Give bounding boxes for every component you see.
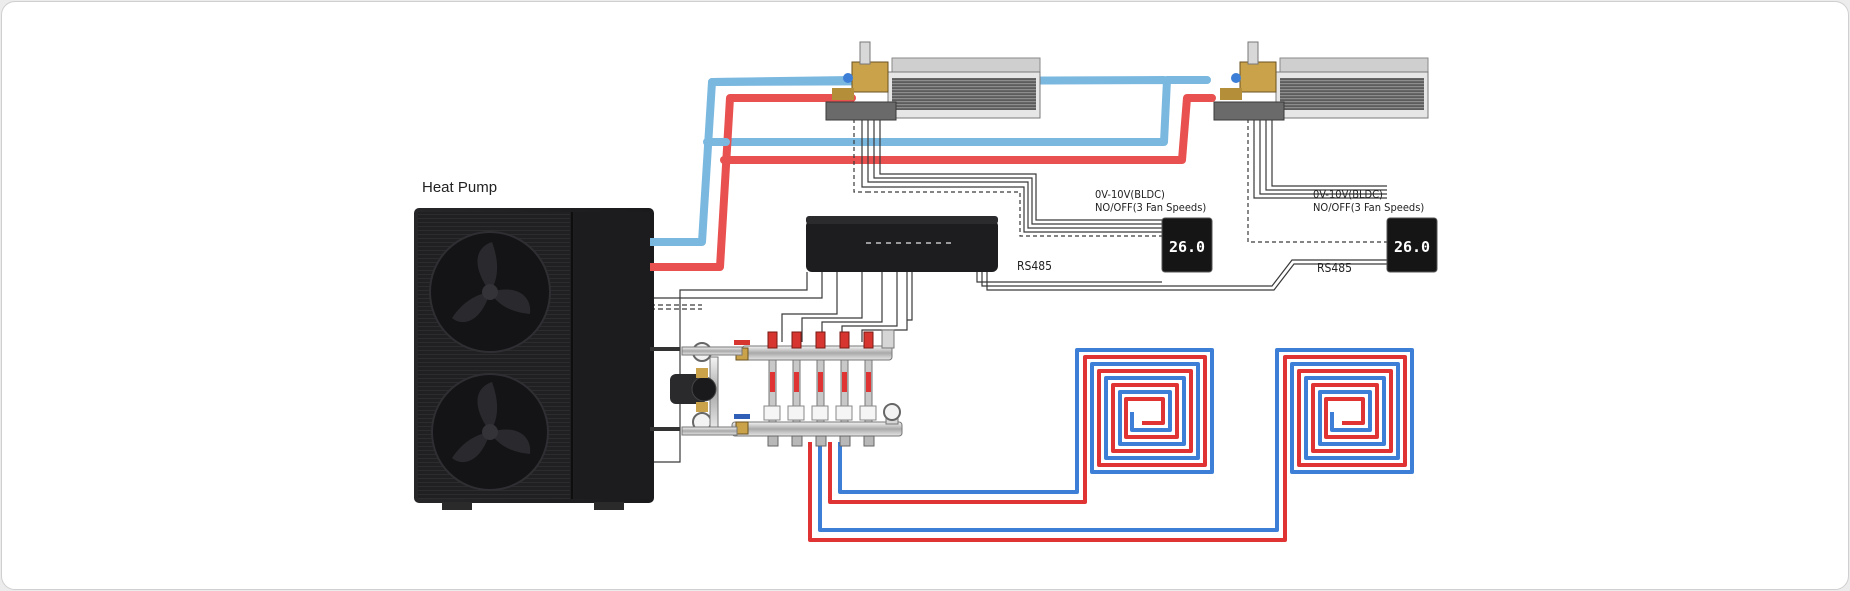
floor-loop-1-blue [838, 348, 1214, 494]
thermostat-1-display: 26.0 [1169, 238, 1205, 256]
return-pipe-branch [708, 76, 856, 86]
thermostat-2: 26.0 [1386, 217, 1438, 273]
floor-loop-2-red [808, 355, 1407, 542]
rs485-label-1: RS485 [1017, 259, 1052, 273]
circulation-pump [670, 368, 717, 412]
supply-pipe [646, 94, 1216, 271]
thermostat-1: 26.0 [1161, 217, 1213, 273]
floor-loop-2-blue [818, 348, 1414, 532]
wiring-center-controller [806, 216, 998, 272]
thermostat-1-signal-line2: NO/OFF(3 Fan Speeds) [1095, 201, 1206, 214]
underfloor-manifold [681, 329, 903, 447]
floor-loop-1-red [828, 355, 1207, 504]
rs485-label-2: RS485 [1317, 261, 1352, 275]
fan-top-icon [429, 231, 551, 353]
fan-coil-unit-2 [1213, 41, 1429, 121]
fan-bottom-icon [431, 373, 549, 491]
heat-pump-label: Heat Pump [422, 179, 497, 196]
thermostat-1-signal-line1: 0V-10V(BLDC) [1095, 188, 1165, 201]
thermostat-2-signal-line2: NO/OFF(3 Fan Speeds) [1313, 201, 1424, 214]
fan-coil-unit-1 [825, 41, 1041, 121]
valve-group-2-icon [1220, 41, 1277, 100]
heat-pump-unit [414, 208, 680, 510]
underfloor-loops [808, 348, 1414, 542]
thermostat-2-display: 26.0 [1394, 238, 1430, 256]
control-wiring [650, 112, 1387, 463]
thermostat-2-signal-line1: 0V-10V(BLDC) [1313, 188, 1383, 201]
valve-group-1-icon [832, 41, 889, 100]
